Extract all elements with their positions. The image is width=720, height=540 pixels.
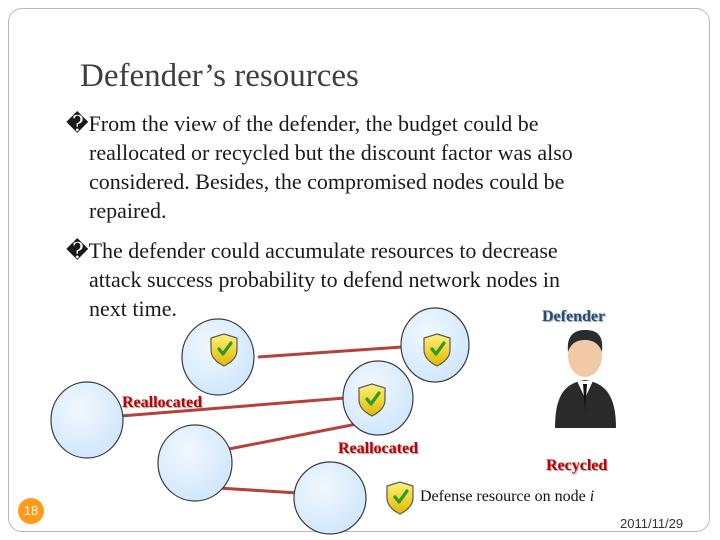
reallocated-label-1: Reallocated [122, 394, 202, 411]
bullet-2-line-2: attack success probability to defend net… [89, 267, 561, 292]
bullet-2-line-3: next time. [89, 296, 177, 321]
recycled-label: Recycled [546, 457, 608, 474]
person-icon [555, 330, 616, 428]
edge [107, 396, 346, 419]
bullet-1-line-3: considered. Besides, the compromised nod… [89, 169, 565, 194]
legend-text: Defense resource on node i [420, 488, 595, 505]
bullet-marker: � [66, 238, 89, 263]
slide-date: 2011/11/29 [620, 516, 684, 531]
shield-check-icon [385, 480, 415, 516]
bullet-1-line-4: repaired. [89, 198, 167, 223]
bullet-1: �From the view of the defender, the budg… [66, 109, 666, 225]
bullet-2: �The defender could accumulate resources… [66, 236, 666, 323]
slide-frame [8, 8, 710, 532]
network-node [157, 424, 233, 502]
legend-variable: i [589, 488, 595, 505]
reallocated-label-2: Reallocated [338, 440, 418, 457]
edge [257, 345, 403, 359]
bullet-1-line-1: �From the view of the defender, the budg… [66, 111, 539, 136]
bullet-2-line-1: �The defender could accumulate resources… [66, 238, 558, 263]
network-node [293, 461, 367, 535]
network-node [50, 381, 124, 459]
defender-label: Defender [542, 308, 606, 325]
edge [217, 486, 299, 495]
slide-title: Defender’s resources [80, 58, 359, 94]
bullet-marker: � [66, 111, 89, 136]
bullet-1-line-2: reallocated or recycled but the discount… [89, 140, 573, 165]
page-number: 18 [18, 498, 44, 524]
